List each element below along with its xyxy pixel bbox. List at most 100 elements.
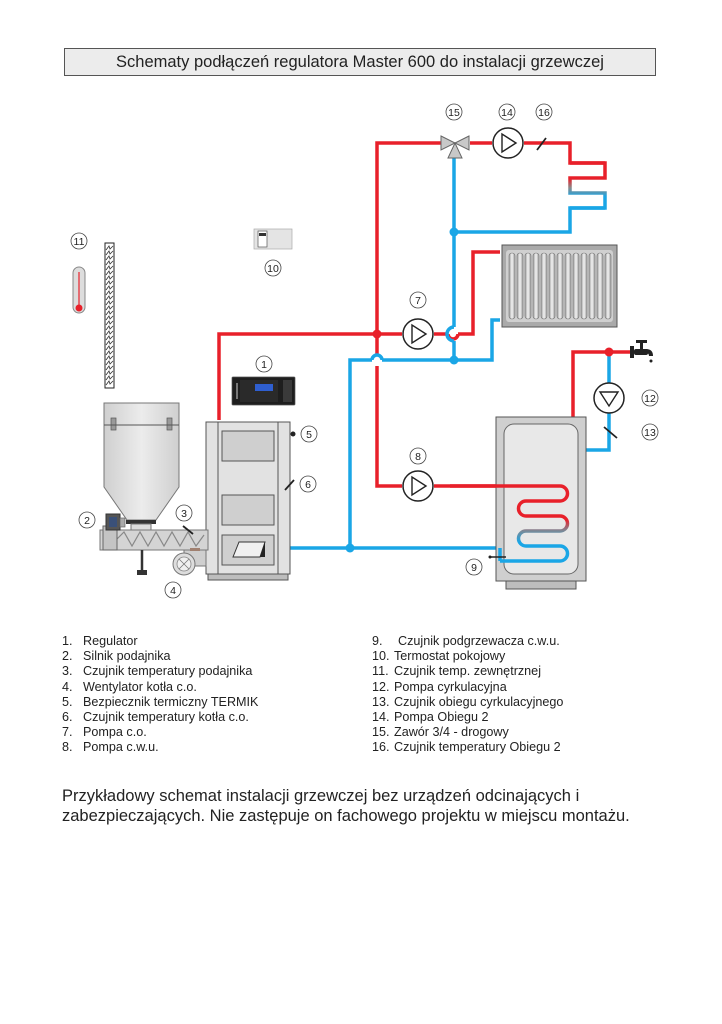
radiator: [501, 244, 618, 328]
radiator-fin: [532, 252, 540, 320]
radiator-fin: [564, 252, 572, 320]
legend-item: 8.Pompa c.w.u.: [62, 740, 159, 755]
legend-item: 7.Pompa c.o.: [62, 725, 147, 740]
wall-hatch-mark: [105, 375, 114, 381]
wall-hatch-mark: [105, 370, 114, 376]
label-5: 5: [300, 425, 318, 443]
wall-hatch-mark: [105, 320, 114, 326]
circuit2-return-pipe: [452, 158, 605, 234]
wall-hatch-mark: [105, 260, 114, 266]
radiator-fin: [604, 252, 612, 320]
feeder-motor: [105, 513, 126, 531]
svg-text:16: 16: [538, 107, 550, 119]
radiator-fin: [596, 252, 604, 320]
circuit2-supply-pipe-2: [524, 141, 605, 165]
wall-hatch-mark: [105, 255, 114, 261]
wall-hatch-mark: [105, 275, 114, 281]
radiator-fin: [548, 252, 556, 320]
sensor-boiler: [284, 479, 295, 491]
wall-hatch-mark: [105, 330, 114, 336]
faucet-icon: [630, 340, 653, 363]
wall-hatch-mark: [105, 360, 114, 366]
svg-text:4: 4: [170, 585, 176, 597]
wall-hatch-mark: [105, 295, 114, 301]
label-12: 12: [641, 389, 659, 407]
label-15: 15: [445, 103, 463, 121]
dhw-coil: [450, 484, 570, 563]
svg-text:14: 14: [501, 107, 513, 119]
radiator-fin: [588, 252, 596, 320]
pump-co: [402, 318, 434, 350]
legend-item: 2.Silnik podajnika: [62, 649, 171, 664]
wall-hatch-mark: [105, 345, 114, 351]
wall-hatch-mark: [105, 265, 114, 271]
sensor-dhw: [488, 555, 506, 559]
legend-item: 3.Czujnik temperatury podajnika: [62, 664, 253, 679]
pump-circulation: [593, 382, 625, 414]
svg-text:13: 13: [644, 427, 656, 439]
svg-text:5: 5: [306, 429, 312, 441]
svg-text:9: 9: [471, 562, 477, 574]
sensor-circuit2: [536, 137, 547, 151]
svg-text:10: 10: [267, 263, 279, 275]
svg-text:2: 2: [84, 515, 90, 527]
label-10: 10: [264, 259, 282, 277]
label-2: 2: [78, 511, 96, 529]
wall: [104, 242, 115, 389]
svg-text:6: 6: [305, 479, 311, 491]
legend-item: 12.Pompa cyrkulacyjna: [372, 679, 507, 694]
wall-hatch-mark: [105, 285, 114, 291]
wall-hatch-mark: [105, 250, 114, 256]
wall-hatch-mark: [105, 300, 114, 306]
outdoor-thermometer: [72, 266, 86, 314]
label-8: 8: [409, 447, 427, 465]
legend-item: 1.Regulator: [62, 634, 138, 648]
regulator-device: [231, 376, 296, 406]
legend-item: 4.Wentylator kotła c.o.: [62, 679, 197, 694]
thermal-fuse: [290, 431, 296, 437]
fuel-hopper: [103, 402, 180, 535]
label-4: 4: [164, 581, 182, 599]
riser-supply-pipe: [375, 141, 441, 334]
legend-item: 10.Termostat pokojowy: [372, 649, 506, 664]
svg-text:1: 1: [261, 359, 267, 371]
legend-item: 11.Czujnik temp. zewnętrznej: [372, 664, 541, 679]
legend-right: 9.Czujnik podgrzewacza c.w.u. 10.Termost…: [372, 634, 563, 756]
note-line-2: zabezpieczających. Nie zastępuje on fach…: [62, 807, 630, 825]
wall-hatch-mark: [105, 350, 114, 356]
feeder-screw: [99, 525, 209, 575]
label-14: 14: [498, 103, 516, 121]
svg-text:12: 12: [644, 393, 656, 405]
sensor-circulation: [603, 426, 618, 439]
label-16: 16: [535, 103, 553, 121]
legend-item: 5.Bezpiecznik termiczny TERMIK: [62, 694, 259, 709]
label-3: 3: [175, 504, 193, 522]
svg-text:7: 7: [415, 295, 421, 307]
junction-dots: [345, 227, 614, 553]
wall-hatch-mark: [105, 310, 114, 316]
radiator-fin: [516, 252, 524, 320]
boiler: [205, 421, 291, 581]
page-title: Schematy podłączeń regulatora Master 600…: [64, 48, 656, 76]
wall-hatch-mark: [105, 270, 114, 276]
return-riser-pipe: [348, 358, 372, 548]
wall-hatch-mark: [105, 355, 114, 361]
dhw-tank: [450, 416, 587, 590]
label-13: 13: [641, 423, 659, 441]
wall-hatch-mark: [105, 365, 114, 371]
wall-hatch-mark: [105, 245, 114, 251]
radiator-fin: [572, 252, 580, 320]
pump-cwu: [402, 470, 434, 502]
number-labels: 1 2 3 4 5 6 7 8 9 10 11 12 13 14 15 16: [70, 103, 659, 599]
legend-left: 1.Regulator 2.Silnik podajnika 3.Czujnik…: [62, 634, 258, 756]
disclaimer-note: Przykładowy schemat instalacji grzewczej…: [62, 786, 682, 826]
label-6: 6: [299, 475, 317, 493]
wall-hatch-mark: [105, 380, 114, 386]
wall-hatch-mark: [105, 305, 114, 311]
legend-item: 6.Czujnik temperatury kotła c.o.: [62, 710, 249, 725]
svg-text:15: 15: [448, 107, 460, 119]
radiator-fin: [524, 252, 532, 320]
svg-text:3: 3: [181, 508, 187, 520]
room-thermostat: [253, 228, 293, 250]
